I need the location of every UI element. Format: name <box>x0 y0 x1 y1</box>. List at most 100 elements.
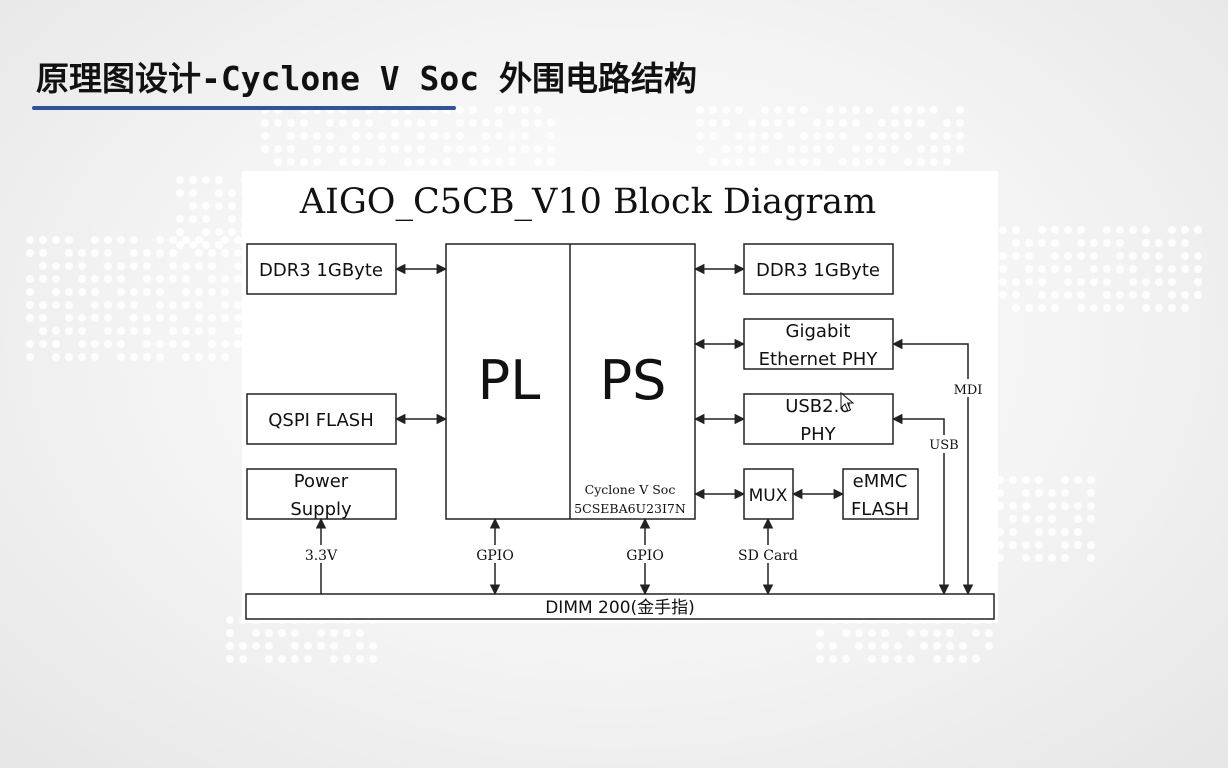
background-dot <box>495 106 503 114</box>
background-dot <box>495 132 503 140</box>
background-dot <box>1181 304 1189 312</box>
background-dot <box>117 327 125 335</box>
background-dot <box>748 132 756 140</box>
background-dot <box>156 236 164 244</box>
background-dot <box>878 158 886 166</box>
background-dot <box>1012 239 1020 247</box>
background-dot <box>996 489 1004 497</box>
background-dot <box>985 629 993 637</box>
background-dot <box>330 642 338 650</box>
background-dot <box>534 119 542 127</box>
background-dot <box>1074 515 1082 523</box>
background-dot <box>1155 278 1163 286</box>
background-dot <box>774 106 782 114</box>
background-dot <box>1012 278 1020 286</box>
background-dot <box>1022 554 1030 562</box>
background-dot <box>1181 239 1189 247</box>
background-dot <box>143 340 151 348</box>
background-dot <box>1077 226 1085 234</box>
background-dot <box>352 158 360 166</box>
background-dot <box>91 288 99 296</box>
background-dot <box>1103 226 1111 234</box>
background-dot <box>1048 502 1056 510</box>
gigabit-ethernet-phy-block: Gigabit Ethernet PHY <box>743 318 894 370</box>
background-dot <box>946 629 954 637</box>
background-dot <box>378 158 386 166</box>
background-dot <box>709 132 717 140</box>
background-dot <box>443 132 451 140</box>
background-dot <box>130 314 138 322</box>
background-dot <box>195 262 203 270</box>
background-dot <box>117 262 125 270</box>
background-dot <box>313 145 321 153</box>
background-dot <box>52 327 60 335</box>
background-dot <box>508 132 516 140</box>
background-dot <box>221 340 229 348</box>
ddr3-left-block: DDR3 1GByte <box>246 243 397 295</box>
background-dot <box>946 642 954 650</box>
background-dot <box>1116 304 1124 312</box>
arrow-mdi-dimm <box>891 338 974 596</box>
background-dot <box>265 629 273 637</box>
background-dot <box>761 119 769 127</box>
background-dot <box>839 119 847 127</box>
background-dot <box>946 655 954 663</box>
background-dot <box>907 629 915 637</box>
background-dot <box>748 119 756 127</box>
background-dot <box>104 340 112 348</box>
background-dot <box>1129 252 1137 260</box>
background-dot <box>735 158 743 166</box>
background-dot <box>65 314 73 322</box>
background-dot <box>735 106 743 114</box>
background-dot <box>300 119 308 127</box>
background-dot <box>1116 291 1124 299</box>
background-dot <box>748 158 756 166</box>
background-dot <box>404 119 412 127</box>
background-dot <box>891 145 899 153</box>
background-dot <box>352 119 360 127</box>
background-dot <box>943 145 951 153</box>
background-dot <box>456 132 464 140</box>
background-dot <box>104 236 112 244</box>
background-dot <box>352 132 360 140</box>
background-dot <box>265 642 273 650</box>
background-dot <box>104 262 112 270</box>
background-dot <box>182 288 190 296</box>
background-dot <box>1103 291 1111 299</box>
background-dot <box>1168 291 1176 299</box>
background-dot <box>1009 476 1017 484</box>
background-dot <box>865 106 873 114</box>
background-dot <box>534 158 542 166</box>
background-dot <box>304 655 312 663</box>
background-dot <box>1142 291 1150 299</box>
background-dot <box>735 132 743 140</box>
background-dot <box>1129 226 1137 234</box>
background-dot <box>1116 239 1124 247</box>
background-dot <box>169 314 177 322</box>
background-dot <box>443 158 451 166</box>
background-dot <box>1009 528 1017 536</box>
background-dot <box>456 106 464 114</box>
background-dot <box>1051 304 1059 312</box>
background-dot <box>999 226 1007 234</box>
background-dot <box>221 249 229 257</box>
background-dot <box>943 158 951 166</box>
background-dot <box>1087 489 1095 497</box>
background-dot <box>365 132 373 140</box>
background-dot <box>826 145 834 153</box>
background-dot <box>143 353 151 361</box>
background-dot <box>208 314 216 322</box>
background-dot <box>176 176 184 184</box>
background-dot <box>169 340 177 348</box>
background-dot <box>1074 476 1082 484</box>
background-dot <box>78 353 86 361</box>
background-dot <box>443 145 451 153</box>
background-dot <box>182 275 190 283</box>
background-dot <box>78 249 86 257</box>
background-dot <box>104 314 112 322</box>
background-dot <box>91 340 99 348</box>
background-dot <box>117 288 125 296</box>
background-dot <box>156 249 164 257</box>
background-dot <box>143 288 151 296</box>
background-dot <box>339 158 347 166</box>
